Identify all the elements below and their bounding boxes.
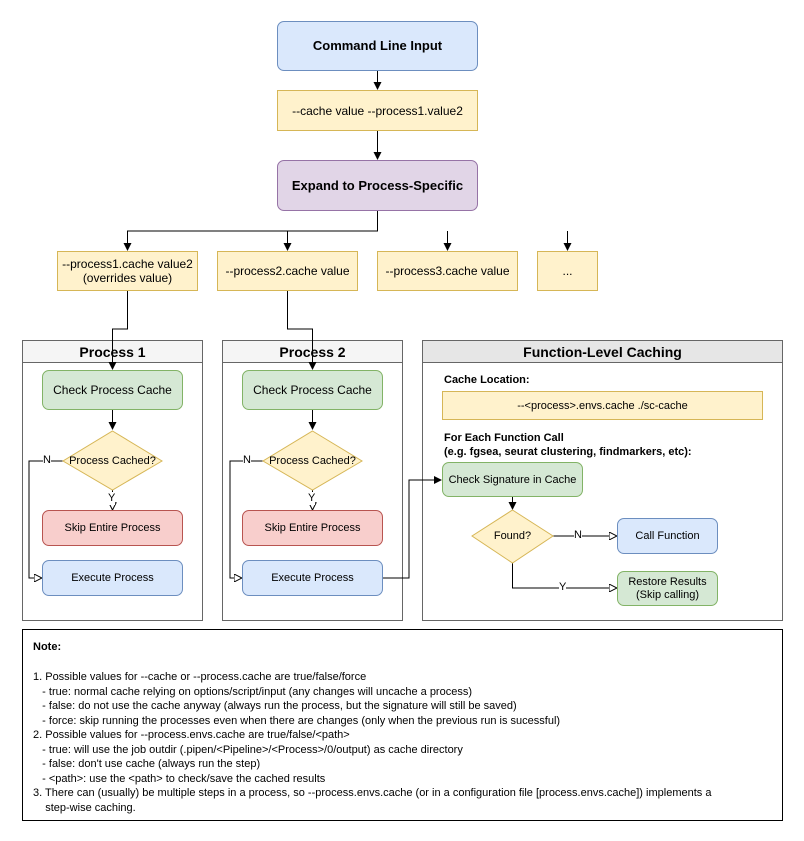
- note-line: - false: don't use cache (always run the…: [33, 758, 261, 770]
- note-line: step-wise caching.: [33, 801, 136, 814]
- p1-yes-label: Y: [108, 492, 116, 505]
- found-label: Found?: [493, 530, 532, 542]
- p1-skip-node: Skip Entire Process: [42, 510, 183, 546]
- p2-skip-node: Skip Entire Process: [242, 510, 383, 546]
- note-line: 1. Possible values for --cache or --proc…: [33, 671, 367, 683]
- note-line: - <path>: use the <path> to check/save t…: [33, 772, 326, 785]
- p2-cached-label: Process Cached?: [269, 455, 356, 467]
- cache-location-value: --<process>.envs.cache ./sc-cache: [442, 391, 763, 420]
- cache-value-node: --cache value --process1.value2: [277, 90, 478, 131]
- process2-value-node: --process2.cache value: [217, 251, 358, 291]
- note-title: Note:: [33, 641, 62, 653]
- p2-yes-label: Y: [308, 492, 316, 505]
- edge-p2-execute-to-function: [382, 476, 442, 579]
- process1-value-line1: --process1.cache value2: [62, 257, 193, 271]
- cache-location-label: Cache Location:: [444, 374, 530, 386]
- note-line: - false: do not use the cache anyway (al…: [33, 700, 517, 712]
- command-line-input-node: Command Line Input: [277, 21, 478, 71]
- p2-cached-diamond: [262, 430, 363, 491]
- call-function-node: Call Function: [617, 518, 718, 554]
- function-caching-title: Function-Level Caching: [423, 341, 782, 363]
- more-processes-node: ...: [537, 251, 598, 291]
- check-signature-node: Check Signature in Cache: [442, 462, 583, 497]
- found-diamond: [471, 509, 554, 564]
- process3-value-node: --process3.cache value: [377, 251, 518, 291]
- found-no-label: N: [574, 529, 582, 542]
- edge-found-yes: [512, 563, 617, 588]
- restore-results-node: Restore Results (Skip calling): [617, 571, 718, 606]
- note-line: 2. Possible values for --process.envs.ca…: [33, 729, 350, 741]
- p1-cached-diamond: [62, 430, 163, 491]
- p1-execute-node: Execute Process: [42, 560, 183, 596]
- note-line: - true: will use the job outdir (.pipen/…: [33, 743, 463, 756]
- process1-value-node: --process1.cache value2 (overrides value…: [57, 251, 198, 291]
- found-yes-label: Y: [559, 581, 567, 594]
- restore-line1: Restore Results: [628, 575, 707, 588]
- process1-value-line2: (overrides value): [82, 271, 173, 285]
- note-line: 3. There can (usually) be multiple steps…: [33, 787, 712, 799]
- restore-line2: (Skip calling): [636, 588, 699, 601]
- expand-process-node: Expand to Process-Specific: [277, 160, 478, 211]
- edge-p2value-to-check: [287, 291, 317, 370]
- each-call-line1: For Each Function Call: [444, 432, 564, 444]
- p2-execute-node: Execute Process: [242, 560, 383, 596]
- p1-check-cache-node: Check Process Cache: [42, 370, 183, 410]
- note-line: - true: normal cache relying on options/…: [33, 685, 472, 698]
- edge-expand-fanout: [127, 211, 568, 249]
- note-box: Note: 1. Possible values for --cache or …: [22, 629, 783, 821]
- each-call-line2: (e.g. fgsea, seurat clustering, findmark…: [444, 446, 692, 458]
- p2-no-label: N: [243, 454, 251, 467]
- edge-p1value-to-check: [108, 291, 128, 370]
- note-line: - force: skip running the processes even…: [33, 714, 561, 727]
- p1-no-label: N: [43, 454, 51, 467]
- p2-check-cache-node: Check Process Cache: [242, 370, 383, 410]
- p1-cached-label: Process Cached?: [69, 455, 156, 467]
